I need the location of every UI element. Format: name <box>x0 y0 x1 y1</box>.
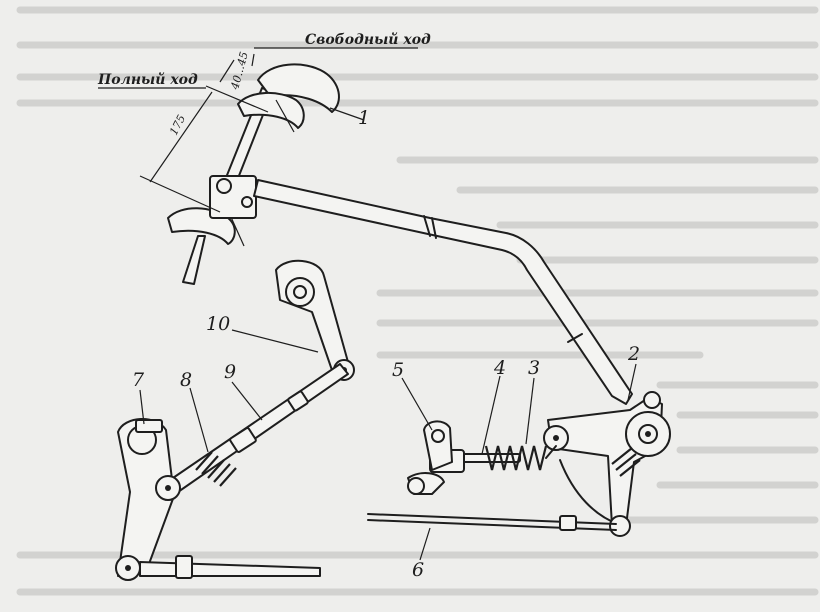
leader-lines <box>139 107 637 561</box>
background-text-ghost <box>16 6 819 596</box>
part-number-4: 4 <box>493 357 506 379</box>
part-number-7: 7 <box>132 369 145 391</box>
part-number-10: 10 <box>206 313 230 335</box>
part-number-6: 6 <box>412 559 424 581</box>
part-number-1: 1 <box>358 107 370 129</box>
dimension-free-travel: 40...45 <box>228 50 251 92</box>
part-number-2: 2 <box>627 343 640 365</box>
lever-7 <box>115 417 321 581</box>
rod-6 <box>367 513 617 531</box>
caption-free-travel: Свободный ход <box>305 31 431 48</box>
pedal-pad-released <box>257 63 340 113</box>
rod-9-with-spring-8 <box>169 363 349 493</box>
release-lever-assembly <box>543 391 671 537</box>
part-number-3: 3 <box>528 357 540 379</box>
part-number-5: 5 <box>392 359 404 381</box>
part-number-9: 9 <box>224 361 236 383</box>
dimension-lines <box>98 47 418 213</box>
bracket-part-5 <box>423 420 453 471</box>
part-number-8: 8 <box>180 369 192 391</box>
lever-10 <box>275 259 355 381</box>
clutch-pedal <box>167 63 340 285</box>
caption-full-travel: Полный ход <box>97 71 198 88</box>
pedal-connecting-rod <box>253 179 633 405</box>
dimension-full-travel: 175 <box>167 113 188 138</box>
pedal-shaft-icon <box>216 178 232 194</box>
release-rod-with-spring <box>407 420 557 495</box>
